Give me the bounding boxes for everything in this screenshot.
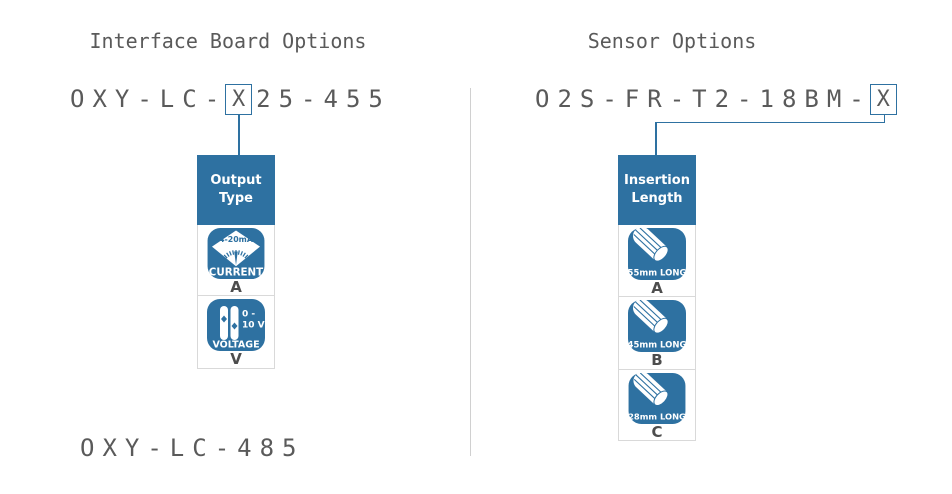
left-part-variable-box: X bbox=[225, 83, 253, 115]
output-type-column: Output Type 4-20mA CURRENT bbox=[197, 155, 275, 369]
right-part-variable-box: X bbox=[869, 83, 897, 115]
voltage-slider-icon: 0 - 10 V VOLTAGE bbox=[207, 299, 265, 351]
right-connector-vertical bbox=[655, 122, 657, 155]
option-letter: A bbox=[651, 279, 663, 297]
probe-cylinder-icon: 45mm LONG bbox=[628, 300, 686, 352]
left-connector-line bbox=[238, 114, 240, 155]
probe-cylinder-icon: 28mm LONG bbox=[628, 373, 686, 424]
option-cell-voltage: 0 - 10 V VOLTAGE V bbox=[197, 296, 275, 369]
current-gauge-icon: 4-20mA CURRENT bbox=[207, 228, 265, 279]
probe-length-label: 28mm LONG bbox=[628, 412, 686, 422]
footer-part-code: OXY-LC-485 bbox=[80, 434, 305, 462]
right-section-title: Sensor Options bbox=[587, 29, 757, 53]
left-part-number: OXY-LC- X 25-455 bbox=[70, 83, 391, 115]
option-cell-28mm: 28mm LONG C bbox=[618, 370, 696, 441]
right-connector-drop bbox=[884, 114, 885, 123]
right-connector-horizontal bbox=[656, 122, 885, 123]
insertion-length-column: Insertion Length 55mm LONG A bbox=[618, 155, 696, 441]
option-letter: A bbox=[230, 278, 242, 296]
right-part-prefix: O2S-FR-T2-18BM- bbox=[535, 85, 872, 113]
gauge-needle bbox=[234, 251, 238, 266]
option-cell-55mm: 55mm LONG A bbox=[618, 225, 696, 297]
slider-marker bbox=[221, 315, 227, 323]
option-letter: B bbox=[651, 351, 663, 369]
output-type-header: Output Type bbox=[197, 155, 275, 225]
current-range-label: 4-20mA bbox=[219, 235, 254, 244]
probe-cylinder-icon: 55mm LONG bbox=[628, 228, 686, 280]
right-part-number: O2S-FR-T2-18BM- X bbox=[535, 83, 901, 115]
option-letter: C bbox=[651, 423, 663, 441]
option-letter: V bbox=[230, 350, 242, 368]
voltage-label: VOLTAGE bbox=[212, 340, 259, 351]
slider-marker bbox=[231, 322, 238, 330]
insertion-length-header: Insertion Length bbox=[618, 155, 696, 225]
left-part-prefix: OXY-LC- bbox=[70, 85, 228, 113]
voltage-range-line2: 10 V bbox=[242, 321, 265, 331]
probe-length-label: 55mm LONG bbox=[628, 269, 686, 279]
option-cell-current: 4-20mA CURRENT A bbox=[197, 225, 275, 296]
left-section-title: Interface Board Options bbox=[89, 29, 367, 53]
probe-length-label: 45mm LONG bbox=[628, 341, 686, 351]
gauge-ticks bbox=[223, 250, 249, 259]
section-divider bbox=[470, 88, 471, 456]
voltage-range-line1: 0 - bbox=[242, 310, 255, 320]
option-cell-45mm: 45mm LONG B bbox=[618, 297, 696, 370]
left-part-suffix: 25-455 bbox=[256, 85, 391, 113]
current-label: CURRENT bbox=[209, 267, 263, 279]
